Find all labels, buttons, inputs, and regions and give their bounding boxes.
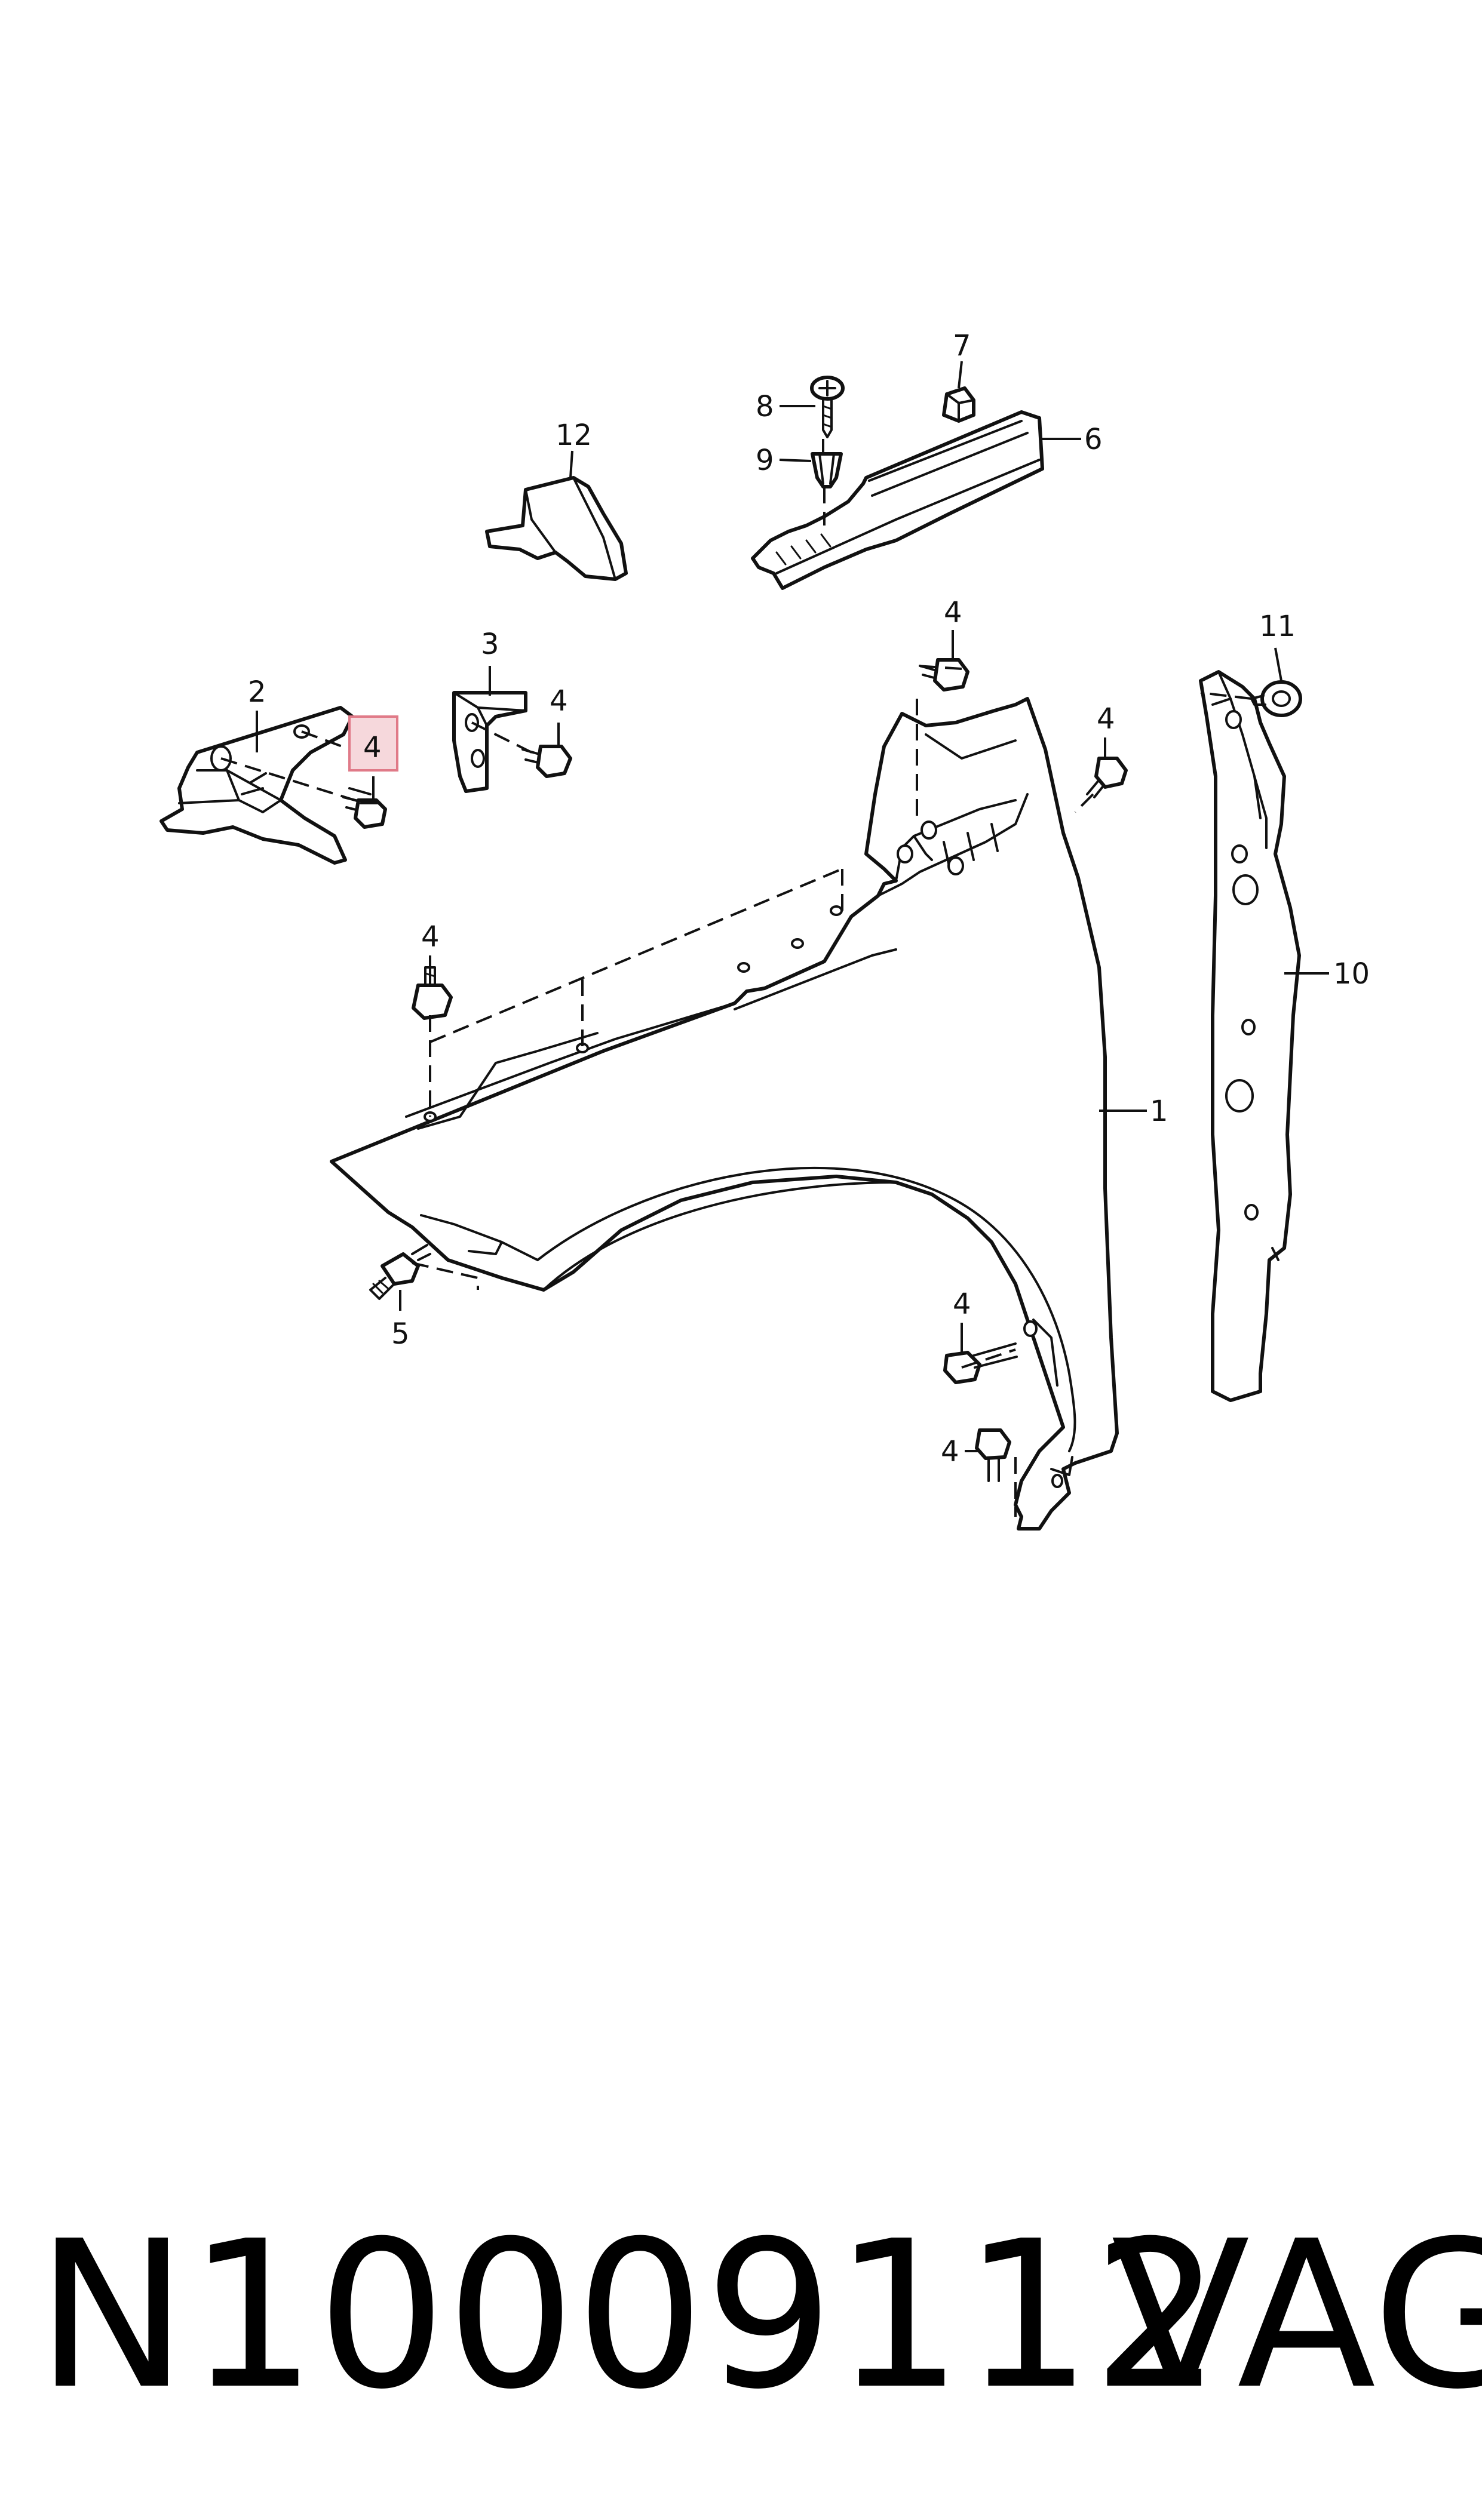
brand-label: VAG xyxy=(1111,2198,1482,2434)
callout-8: 8 xyxy=(756,390,774,423)
callout-5: 5 xyxy=(391,1317,410,1351)
assembly-lines xyxy=(220,439,1252,1517)
part-6-trim-strip xyxy=(751,410,1044,590)
part-5-stud-bolt xyxy=(369,1244,431,1300)
callout-4-bottom: 4 xyxy=(941,1435,959,1468)
part-3-angle-bracket xyxy=(452,691,527,793)
callout-4-top-center: 4 xyxy=(944,596,962,629)
part-7-clip-nut xyxy=(942,386,975,423)
bolt-highlighted xyxy=(342,787,387,829)
bolt-top-center xyxy=(919,658,969,692)
callout-2: 2 xyxy=(248,675,266,709)
part-11-push-clip xyxy=(1250,680,1302,717)
callout-3: 3 xyxy=(481,628,499,661)
callout-4-lower-right: 4 xyxy=(953,1287,971,1321)
part-1-fender xyxy=(330,697,1119,1531)
bolt-top-right xyxy=(1086,757,1128,798)
bolt-left xyxy=(412,966,453,1020)
callouts: 1 2 3 4 4 4 4 4 4 4 5 6 7 8 9 10 11 12 xyxy=(248,329,1370,1468)
callout-4-bracket3: 4 xyxy=(550,684,568,718)
callout-7: 7 xyxy=(953,329,971,362)
callout-4-highlighted[interactable]: 4 xyxy=(363,731,382,764)
callout-12: 12 xyxy=(556,419,592,452)
callout-1: 1 xyxy=(1150,1095,1168,1128)
bolt-bottom xyxy=(975,1428,1011,1482)
callout-11: 11 xyxy=(1259,610,1296,643)
bolt-lower-right xyxy=(943,1342,1018,1384)
part-9-expansion-clip xyxy=(811,452,843,488)
callout-4-top-right: 4 xyxy=(1097,702,1115,736)
part-number: N10009112 xyxy=(36,2198,1222,2434)
callout-9: 9 xyxy=(756,444,774,477)
part-12-bracket-cover xyxy=(485,476,628,581)
bolt-bracket3 xyxy=(521,745,572,778)
part-2-mounting-bracket xyxy=(159,706,354,865)
part-8-screw xyxy=(810,376,845,438)
part-10-seal-strip xyxy=(1199,670,1301,1402)
highlight-box xyxy=(348,715,398,772)
leader-lines xyxy=(256,361,1329,1452)
callout-4-left: 4 xyxy=(421,920,440,954)
callout-10: 10 xyxy=(1333,957,1370,991)
callout-6: 6 xyxy=(1084,423,1103,456)
